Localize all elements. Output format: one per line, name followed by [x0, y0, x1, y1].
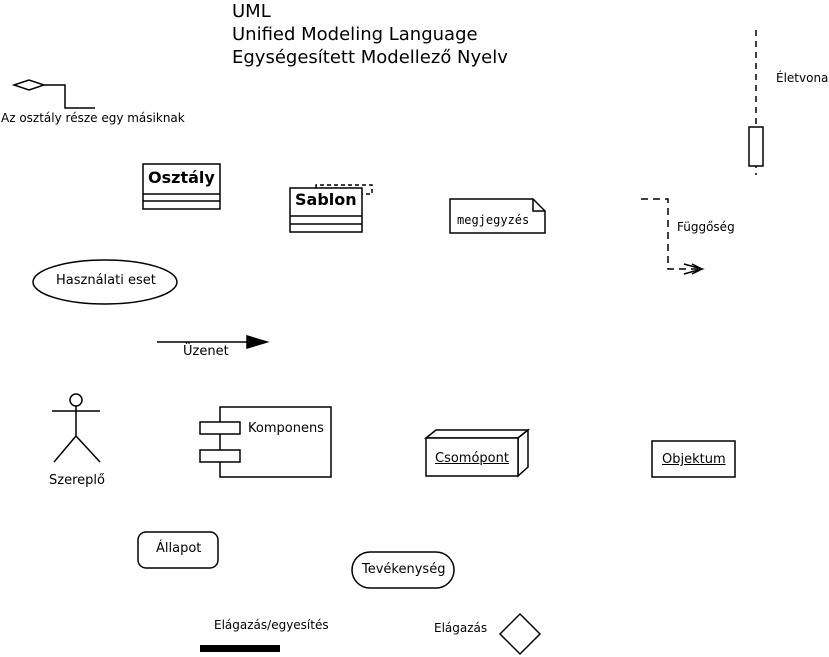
decision-diamond — [498, 612, 542, 656]
note-shape — [449, 198, 546, 234]
template-box — [289, 184, 373, 233]
template-label: Sablon — [295, 190, 357, 209]
note-label: megjegyzés — [457, 213, 530, 227]
title-line-1: UML — [232, 1, 271, 22]
node-label: Csomópont — [435, 451, 509, 466]
dependency-arrow — [641, 198, 705, 275]
message-label: Üzenet — [183, 344, 229, 359]
object-box — [651, 440, 736, 478]
actor-figure — [52, 393, 101, 463]
diagram-title: UML Unified Modeling Language Egységesít… — [232, 0, 508, 69]
use-case-label: Használati eset — [56, 273, 156, 288]
class-label: Osztály — [148, 168, 215, 187]
aggregation-label: Az osztály része egy másiknak — [1, 111, 185, 125]
lifeline-shape — [748, 30, 764, 175]
title-line-2: Unified Modeling Language — [232, 24, 478, 45]
class-box — [142, 163, 221, 210]
fork-join-bar — [200, 645, 280, 652]
lifeline-label: Életvonal — [776, 71, 829, 85]
actor-label: Szereplő — [49, 473, 105, 488]
use-case-ellipse — [32, 259, 178, 305]
activity-label: Tevékenység — [362, 562, 446, 577]
aggregation-symbol — [11, 79, 95, 109]
dependency-label: Függőség — [677, 220, 735, 234]
decision-label: Elágazás — [434, 621, 488, 635]
fork-join-label: Elágazás/egyesítés — [214, 618, 329, 632]
component-label: Komponens — [248, 421, 324, 436]
state-box — [137, 531, 219, 569]
activity-box — [351, 551, 455, 589]
object-label: Objektum — [662, 452, 726, 467]
title-line-3: Egységesített Modellező Nyelv — [232, 47, 508, 68]
node-shape — [423, 428, 531, 478]
component-shape — [199, 406, 332, 478]
state-label: Állapot — [156, 541, 202, 556]
message-arrow — [157, 334, 270, 350]
